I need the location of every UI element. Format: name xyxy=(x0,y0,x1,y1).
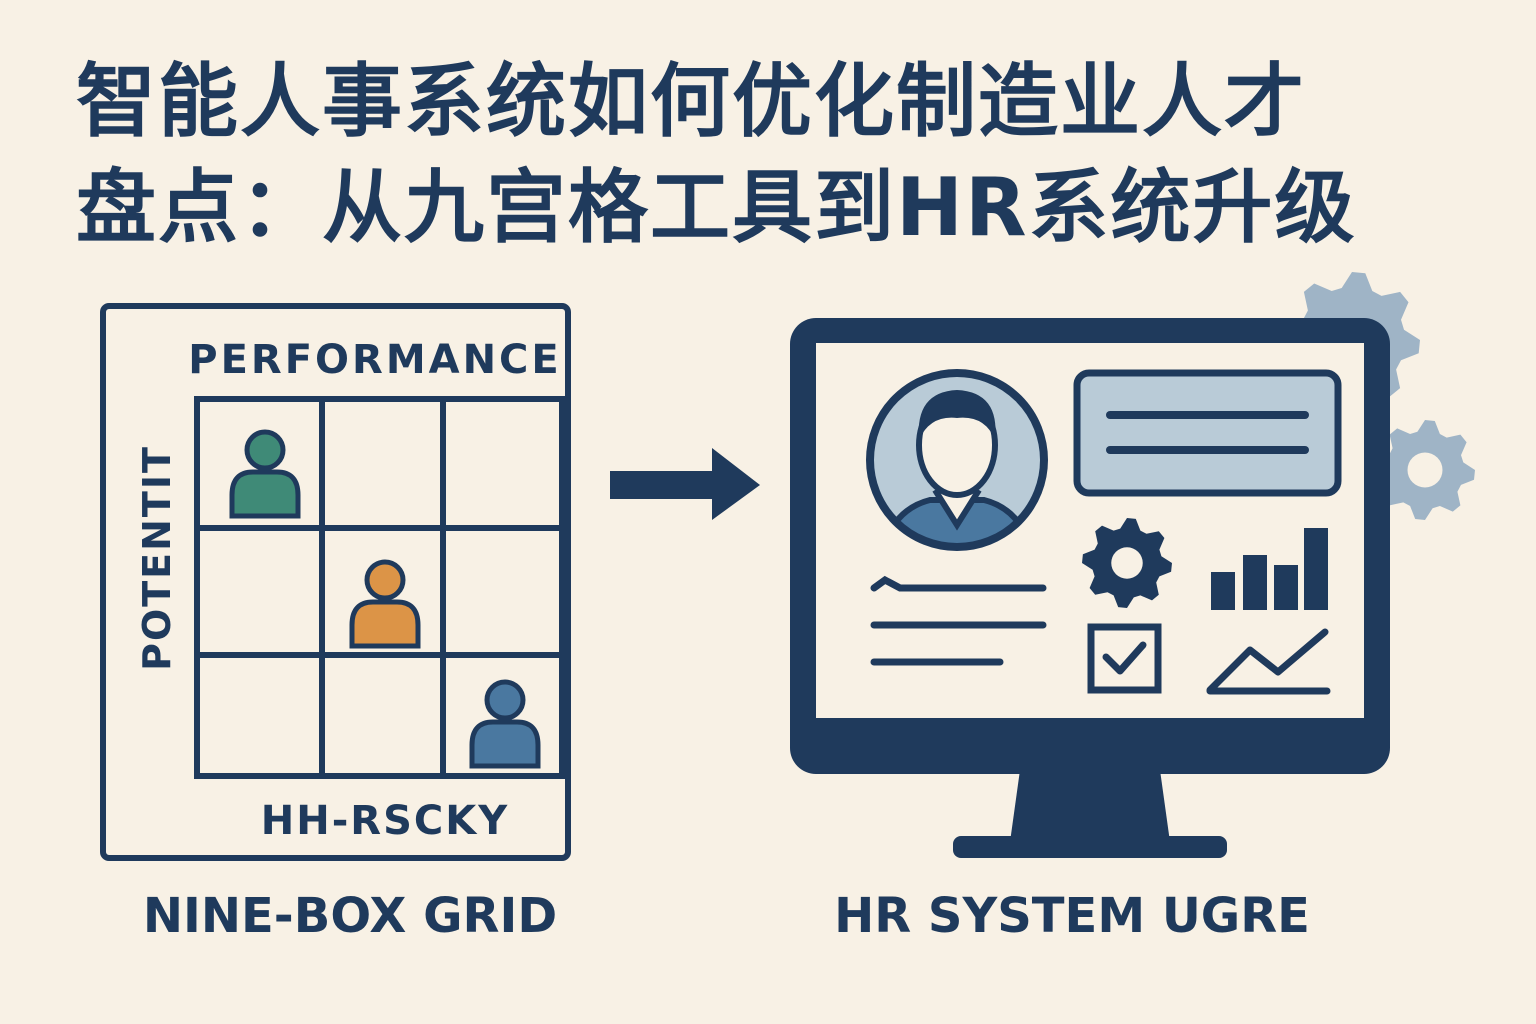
people xyxy=(229,429,541,769)
gear-icon xyxy=(1082,518,1172,608)
line-chart-icon xyxy=(1206,628,1331,695)
arrow-right-icon xyxy=(610,448,760,520)
nine-box-caption: NINE-BOX GRID xyxy=(143,888,557,944)
person-icon xyxy=(349,559,421,649)
profile-card xyxy=(1073,369,1342,497)
performance-label: PERFORMANCE xyxy=(188,337,562,383)
person-icon xyxy=(229,429,301,519)
text-lines xyxy=(870,575,1047,666)
hr-system-caption: HR SYSTEM UGRE xyxy=(834,888,1310,944)
bar-chart-icon xyxy=(1211,528,1328,610)
title-line-2: 盘点：从九宫格工具到HR系统升级 xyxy=(76,161,1357,254)
gear-icon xyxy=(1375,420,1475,520)
checkbox-icon xyxy=(1087,623,1162,694)
nine-box-frame xyxy=(100,303,571,861)
person-icon xyxy=(469,679,541,769)
potential-label: POTENTIT xyxy=(135,445,179,671)
nine-box-grid xyxy=(100,303,571,861)
grid-outline xyxy=(194,396,565,779)
bottom-axis-label: HH-RSCKY xyxy=(261,798,509,844)
title-line-1: 智能人事系统如何优化制造业人才 xyxy=(76,55,1306,148)
